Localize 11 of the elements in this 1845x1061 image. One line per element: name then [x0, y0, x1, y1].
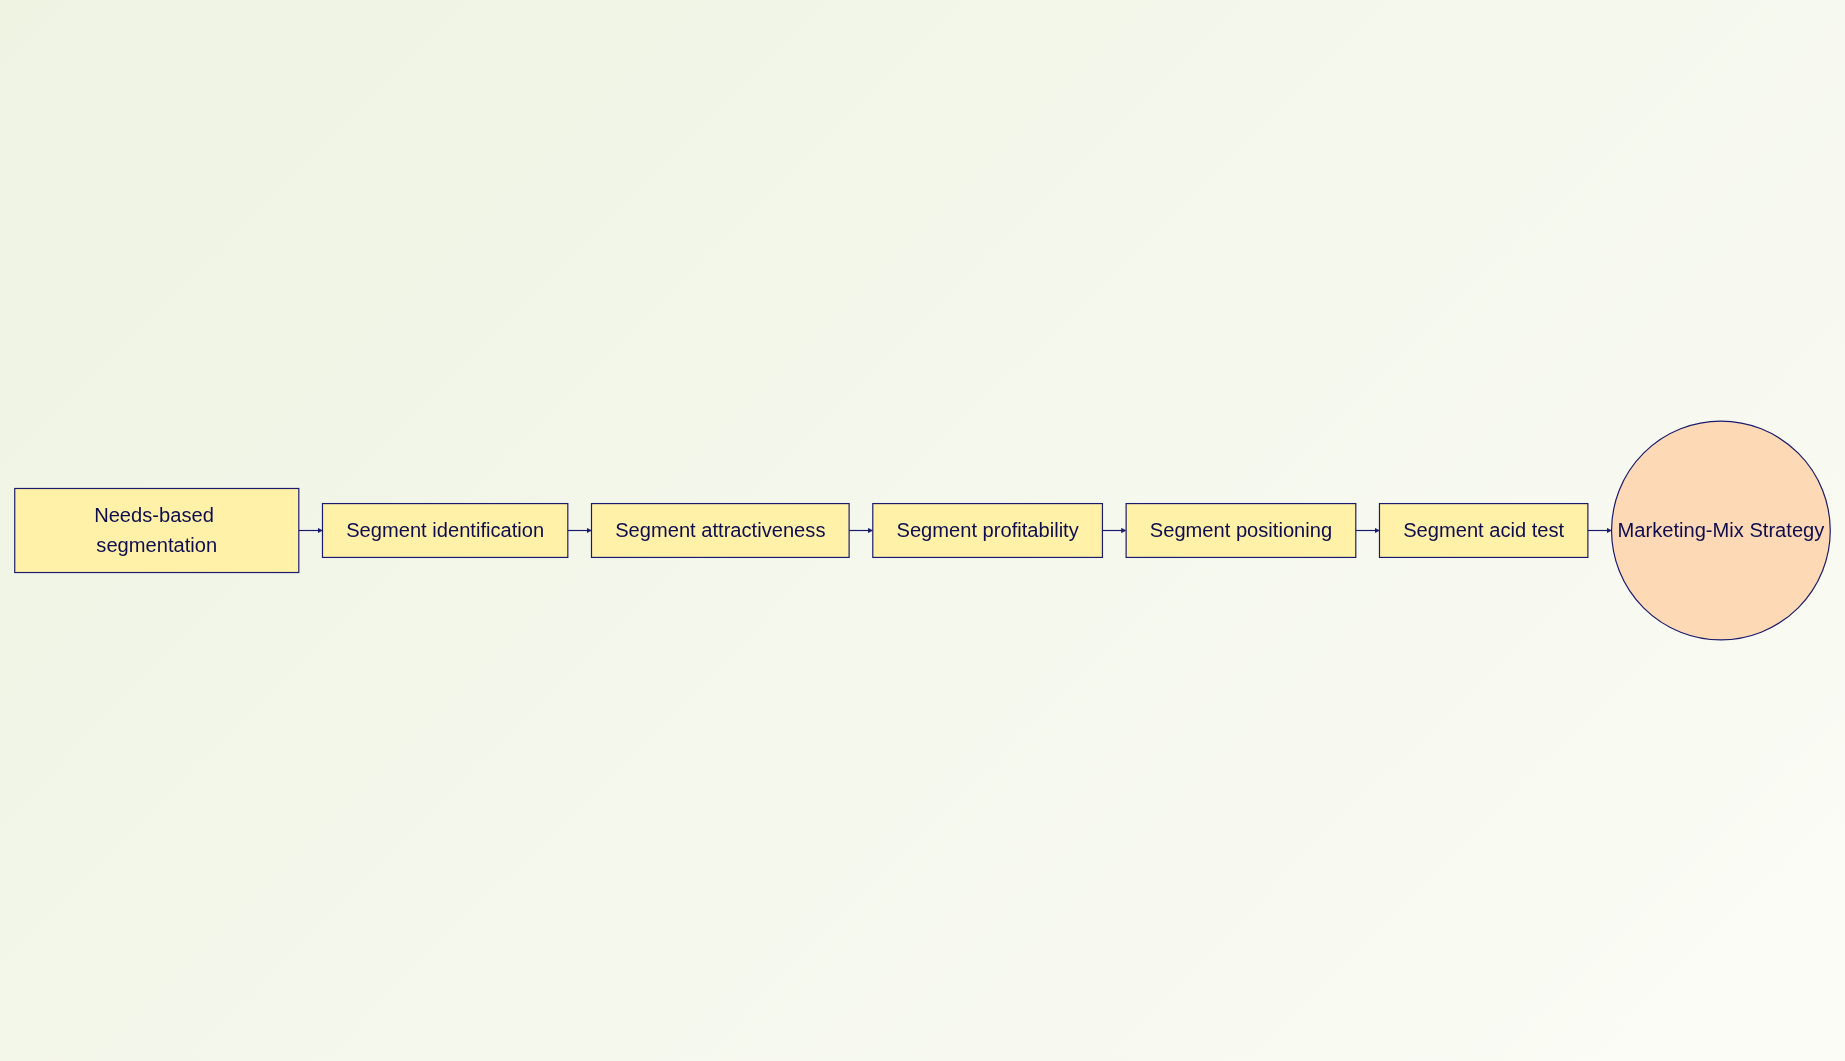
node-box: Segment profitability [872, 503, 1104, 558]
arrow [298, 527, 323, 534]
arrow [1587, 527, 1612, 534]
node-box: Segment identification [321, 503, 569, 558]
node-box: Needs-based segmentation [14, 487, 300, 574]
arrow [567, 527, 592, 534]
arrow [1355, 527, 1380, 534]
node-box: Segment acid test [1378, 503, 1589, 558]
node-box: Segment positioning [1125, 503, 1357, 558]
node-circle: Marketing-Mix Strategy [1610, 420, 1831, 641]
node-box: Segment attractiveness [590, 503, 850, 558]
